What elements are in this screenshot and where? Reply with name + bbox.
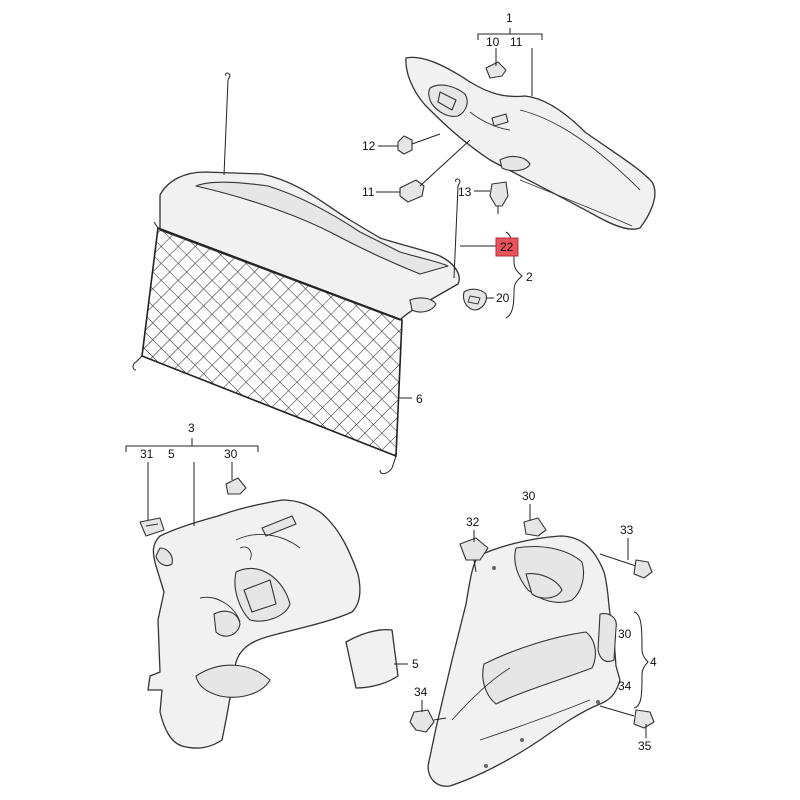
callout-3: 3 [188, 421, 195, 435]
callout-30-left: 30 [224, 447, 238, 461]
trim-flap [345, 628, 399, 689]
luggage-net [132, 221, 403, 475]
callout-6: 6 [416, 392, 423, 406]
callout-33: 33 [620, 523, 634, 537]
fasteners-right [409, 517, 655, 733]
callout-22: 22 [500, 240, 514, 254]
side-trim-panel-upper [405, 56, 656, 230]
callout-11: 11 [510, 35, 523, 49]
callout-35: 35 [638, 739, 652, 753]
shelf-clip [462, 288, 487, 311]
callout-30-right: 30 [522, 489, 536, 503]
callout-30-bracket: 30 [618, 627, 632, 641]
wheel-arch-trim-left [147, 499, 361, 749]
callout-10: 10 [486, 35, 500, 49]
callout-12: 12 [362, 139, 376, 153]
callout-32: 32 [466, 515, 480, 529]
callout-5-flap: 5 [412, 657, 419, 671]
parcel-shelf [159, 171, 460, 321]
callout-31: 31 [140, 447, 154, 461]
callout-34-bracket: 34 [618, 679, 632, 693]
callout-labels: 1 10 11 12 11 13 22 2 20 6 3 31 5 30 5 3… [140, 11, 657, 753]
quarter-trim-right [427, 535, 621, 787]
callout-13: 13 [458, 185, 472, 199]
callout-20: 20 [496, 291, 510, 305]
callout-4: 4 [650, 655, 657, 669]
support-rods [223, 72, 461, 279]
callout-5: 5 [168, 447, 175, 461]
callout-11-clip: 11 [362, 185, 375, 199]
callout-1: 1 [506, 11, 513, 25]
fasteners-left [139, 477, 247, 537]
callout-34-left: 34 [414, 685, 428, 699]
callout-2: 2 [526, 270, 533, 284]
fasteners-upper [397, 61, 509, 214]
callout-22-highlight [495, 237, 519, 257]
